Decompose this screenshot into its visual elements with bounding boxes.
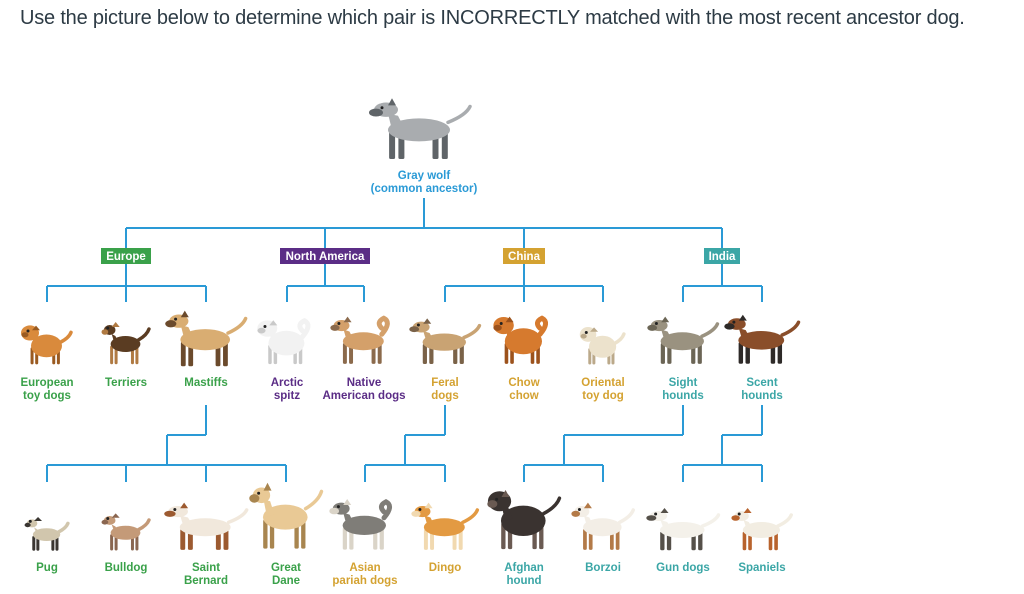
borzoi-icon <box>571 502 635 550</box>
breed-label-arctic-spitz-line2: spitz <box>274 390 300 402</box>
root-label-line1: Gray wolf <box>398 170 451 182</box>
breed-label-borzoi: Borzoi <box>585 562 621 574</box>
arctic-spitz-icon <box>257 317 311 365</box>
saint-bernard-icon <box>164 502 249 550</box>
breed-label-gun-dogs: Gun dogs <box>656 562 710 574</box>
spaniel-icon <box>731 508 793 551</box>
breed-label-pug: Pug <box>36 562 58 574</box>
breed-label-feral-dogs: Feral <box>431 377 459 389</box>
european-toy-dog-icon <box>21 325 73 365</box>
breed-label-native-american-dogs-line2: American dogs <box>322 390 405 402</box>
connector-lines <box>46 198 763 482</box>
breed-label-scent-hounds: Scent <box>746 377 777 389</box>
breed-label-mastiffs: Mastiffs <box>184 377 227 389</box>
breed-label-chow-chow-line2: chow <box>509 390 538 402</box>
asian-pariah-dog-icon <box>329 499 392 550</box>
breed-label-terriers: Terriers <box>105 377 147 389</box>
breed-label-sight-hounds: Sight <box>669 377 698 389</box>
breed-label-spaniels: Spaniels <box>738 562 785 574</box>
pug-icon <box>24 517 70 551</box>
breed-label-oriental-toy-dog-line2: toy dog <box>582 390 624 402</box>
root-label-line2: (common ancestor) <box>371 183 478 195</box>
region-box-india <box>704 248 740 264</box>
bulldog-icon <box>101 513 151 551</box>
chow-chow-icon <box>493 315 548 364</box>
afghan-hound-icon <box>487 490 562 550</box>
region-box-north_america <box>280 248 370 264</box>
breed-label-saint-bernard: Saint <box>192 562 220 574</box>
breed-label-great-dane-line2: Dane <box>272 575 300 587</box>
terrier-icon <box>101 322 151 365</box>
breed-label-native-american-dogs: Native <box>347 377 382 389</box>
breed-label-chow-chow: Chow <box>508 377 539 389</box>
mastiff-icon <box>165 310 248 367</box>
feral-dog-icon <box>409 318 482 364</box>
oriental-toy-dog-icon <box>579 327 626 365</box>
dog-illustrations <box>21 98 801 551</box>
breed-label-great-dane: Great <box>271 562 301 574</box>
native-american-dog-icon <box>330 315 390 364</box>
region-label-china: China <box>508 251 541 263</box>
breed-label-afghan-hound: Afghan <box>504 562 544 574</box>
breed-labels: Europe North America China India Gray wolf(c… <box>20 170 785 587</box>
dingo-icon <box>411 502 480 550</box>
breed-label-sight-hounds-line2: hounds <box>662 390 704 402</box>
question-text: Use the picture below to determine which… <box>20 7 965 29</box>
sight-hound-icon <box>647 316 720 364</box>
breed-label-european-toy-dogs: European <box>20 377 73 389</box>
breed-label-scent-hounds-line2: hounds <box>741 390 783 402</box>
breed-label-feral-dogs-line2: dogs <box>431 390 458 402</box>
region-label-north_america: North America <box>286 251 365 263</box>
gun-dog-icon <box>646 508 721 551</box>
breed-label-arctic-spitz: Arctic <box>271 377 304 389</box>
breed-label-afghan-hound-line2: hound <box>506 575 541 587</box>
breed-label-dingo: Dingo <box>429 562 462 574</box>
scent-hound-icon <box>724 314 801 364</box>
breed-label-asian-pariah-dogs: Asian <box>349 562 380 574</box>
breed-label-bulldog: Bulldog <box>105 562 148 574</box>
region-box-europe <box>101 248 151 264</box>
breed-label-asian-pariah-dogs-line2: pariah dogs <box>332 575 397 587</box>
great-dane-icon <box>249 482 324 549</box>
region-label-india: India <box>709 251 736 263</box>
gray-wolf-icon <box>369 98 472 159</box>
breed-label-oriental-toy-dog: Oriental <box>581 377 624 389</box>
breed-label-european-toy-dogs-line2: toy dogs <box>23 390 71 402</box>
breed-label-saint-bernard-line2: Bernard <box>184 575 228 587</box>
region-box-china <box>503 248 545 264</box>
region-label-europe: Europe <box>106 251 146 263</box>
